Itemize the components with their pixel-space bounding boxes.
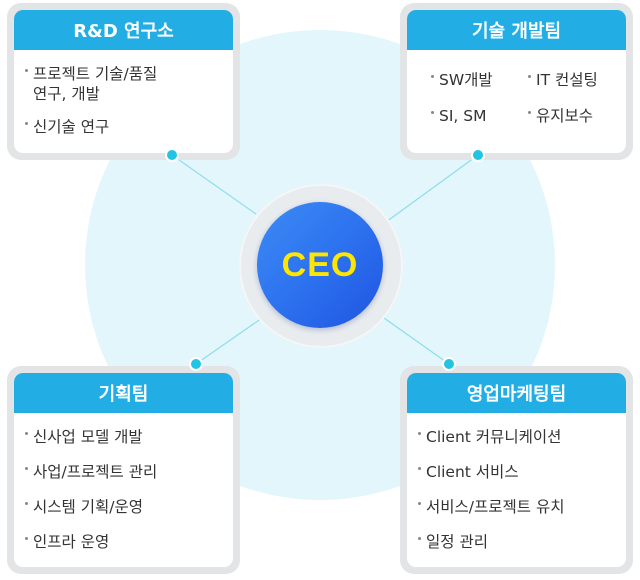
connector-planning (195, 317, 263, 365)
connector-tech (385, 154, 479, 223)
list-item: 프로젝트 기술/품질 연구, 개발 (14, 64, 233, 104)
list-item: 인프라 운영 (14, 532, 233, 552)
list-item: IT 컨설팅 (517, 70, 598, 90)
dept-card-sales: 영업마케팅팀 Client 커뮤니케이션 Client 서비스 서비스/프로젝트… (400, 366, 633, 574)
dept-items-tech: SW개발 IT 컨설팅 SI, SM 유지보수 (407, 50, 626, 140)
dept-card-tech: 기술 개발팀 SW개발 IT 컨설팅 SI, SM 유지보수 (400, 3, 633, 160)
connector-dot-tech (473, 150, 483, 160)
dept-items-planning: 신사업 모델 개발 사업/프로젝트 관리 시스템 기획/운영 인프라 운영 (14, 413, 233, 552)
list-item: SI, SM (420, 106, 486, 126)
list-item: SW개발 (420, 70, 493, 90)
connector-rnd (171, 154, 257, 215)
dept-title-sales: 영업마케팅팀 (407, 373, 626, 413)
dept-items-sales: Client 커뮤니케이션 Client 서비스 서비스/프로젝트 유치 일정 … (407, 413, 626, 552)
dept-card-rnd: R&D 연구소 프로젝트 기술/품질 연구, 개발 신기술 연구 (7, 3, 240, 160)
list-item: Client 커뮤니케이션 (407, 427, 626, 447)
dept-card-body: R&D 연구소 프로젝트 기술/품질 연구, 개발 신기술 연구 (14, 10, 233, 153)
list-item: 신사업 모델 개발 (14, 427, 233, 447)
ceo-node: CEO (257, 202, 383, 328)
ceo-label: CEO (281, 245, 359, 284)
list-item: 시스템 기획/운영 (14, 497, 233, 517)
list-item: 유지보수 (517, 106, 593, 126)
connector-dot-planning (191, 359, 201, 369)
dept-title-planning: 기획팀 (14, 373, 233, 413)
dept-items-rnd: 프로젝트 기술/품질 연구, 개발 신기술 연구 (14, 50, 233, 137)
dept-card-body: 기술 개발팀 SW개발 IT 컨설팅 SI, SM 유지보수 (407, 10, 626, 153)
dept-title-tech: 기술 개발팀 (407, 10, 626, 50)
list-item: 사업/프로젝트 관리 (14, 462, 233, 482)
dept-card-body: 영업마케팅팀 Client 커뮤니케이션 Client 서비스 서비스/프로젝트… (407, 373, 626, 567)
list-item: Client 서비스 (407, 462, 626, 482)
connector-dot-rnd (167, 150, 177, 160)
connector-dot-sales (444, 359, 454, 369)
list-item: 서비스/프로젝트 유치 (407, 497, 626, 517)
dept-title-rnd: R&D 연구소 (14, 10, 233, 50)
connector-sales (383, 317, 450, 365)
list-item: 신기술 연구 (14, 117, 233, 137)
dept-card-body: 기획팀 신사업 모델 개발 사업/프로젝트 관리 시스템 기획/운영 인프라 운… (14, 373, 233, 567)
list-item: 일정 관리 (407, 532, 626, 552)
dept-card-planning: 기획팀 신사업 모델 개발 사업/프로젝트 관리 시스템 기획/운영 인프라 운… (7, 366, 240, 574)
